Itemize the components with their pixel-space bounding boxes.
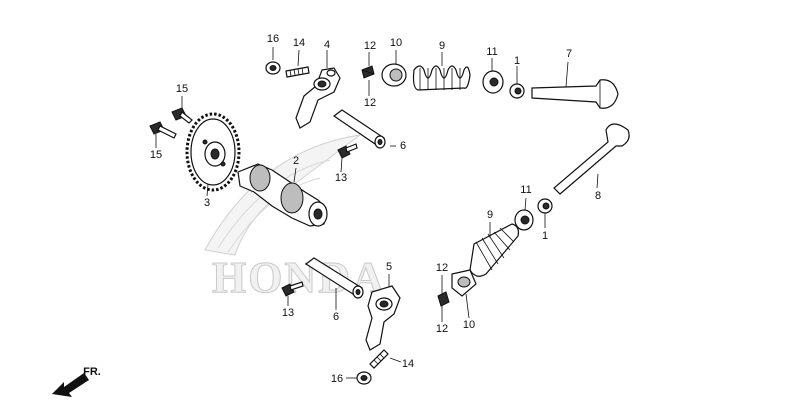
part-cotter-12-lower — [437, 291, 450, 307]
front-direction-label: FR. — [83, 366, 101, 378]
callout-14: 14 — [293, 37, 305, 49]
callout-3: 3 — [204, 197, 210, 209]
callout-labels: 16 14 4 12 12 10 9 11 1 7 15 15 6 2 13 3… — [150, 33, 601, 385]
callout-12: 12 — [436, 323, 448, 335]
part-spring-9-lower — [469, 223, 519, 277]
callout-1: 1 — [514, 55, 520, 67]
part-nut-16-lower — [356, 371, 372, 385]
callout-8: 8 — [595, 190, 601, 202]
callout-7: 7 — [566, 48, 572, 60]
part-cam-sprocket-3 — [185, 112, 241, 192]
callout-13: 13 — [335, 172, 347, 184]
part-rocker-arm-4 — [295, 67, 341, 129]
part-bolt-13-lower — [281, 281, 304, 297]
part-stud-14-lower — [369, 349, 389, 369]
part-rocker-arm-5 — [365, 285, 401, 351]
part-bolt-13-upper — [337, 143, 358, 159]
front-arrow-icon — [52, 373, 89, 397]
callout-6: 6 — [400, 140, 406, 152]
callout-10: 10 — [463, 319, 475, 331]
callout-9: 9 — [439, 40, 445, 52]
part-spring-seat-11-top — [482, 70, 504, 94]
callout-4: 4 — [324, 39, 330, 51]
part-rocker-shaft-6-lower — [304, 257, 364, 299]
callout-15: 15 — [176, 83, 188, 95]
callout-16: 16 — [267, 33, 279, 45]
part-stem-seal-1-lower — [537, 198, 553, 214]
callout-12: 12 — [436, 262, 448, 274]
part-stud-14-top — [285, 66, 310, 78]
callout-11: 11 — [520, 184, 531, 196]
callout-13: 13 — [282, 307, 294, 319]
callout-16: 16 — [331, 373, 343, 385]
part-retainer-10-lower — [451, 269, 477, 297]
part-valve-8 — [553, 123, 630, 195]
callout-14: 14 — [402, 358, 414, 370]
callout-2: 2 — [293, 155, 299, 167]
leader-lines — [155, 47, 599, 379]
callout-12: 12 — [364, 97, 376, 109]
part-rocker-shaft-6-upper — [332, 109, 386, 149]
callout-1: 1 — [542, 230, 548, 242]
part-retainer-10-top — [381, 63, 407, 87]
callout-9: 9 — [487, 209, 493, 221]
part-spring-9-top — [412, 65, 471, 91]
part-valve-7 — [531, 79, 619, 109]
callout-10: 10 — [390, 37, 402, 49]
part-bolt-15-upper — [171, 107, 193, 124]
wing-logo-shape — [204, 134, 361, 256]
part-bolt-15-lower — [149, 121, 177, 139]
part-spring-seat-11-lower — [514, 209, 534, 231]
part-cotter-12-top — [361, 65, 375, 79]
callout-11: 11 — [486, 46, 497, 58]
callout-5: 5 — [386, 261, 392, 273]
part-stem-seal-1-top — [509, 83, 525, 99]
front-direction-indicator: FR. — [52, 366, 101, 397]
callout-12: 12 — [364, 40, 376, 52]
part-camshaft-2 — [237, 163, 328, 227]
part-nut-16-top — [265, 61, 281, 75]
callout-15: 15 — [150, 149, 162, 161]
callout-6: 6 — [333, 311, 339, 323]
